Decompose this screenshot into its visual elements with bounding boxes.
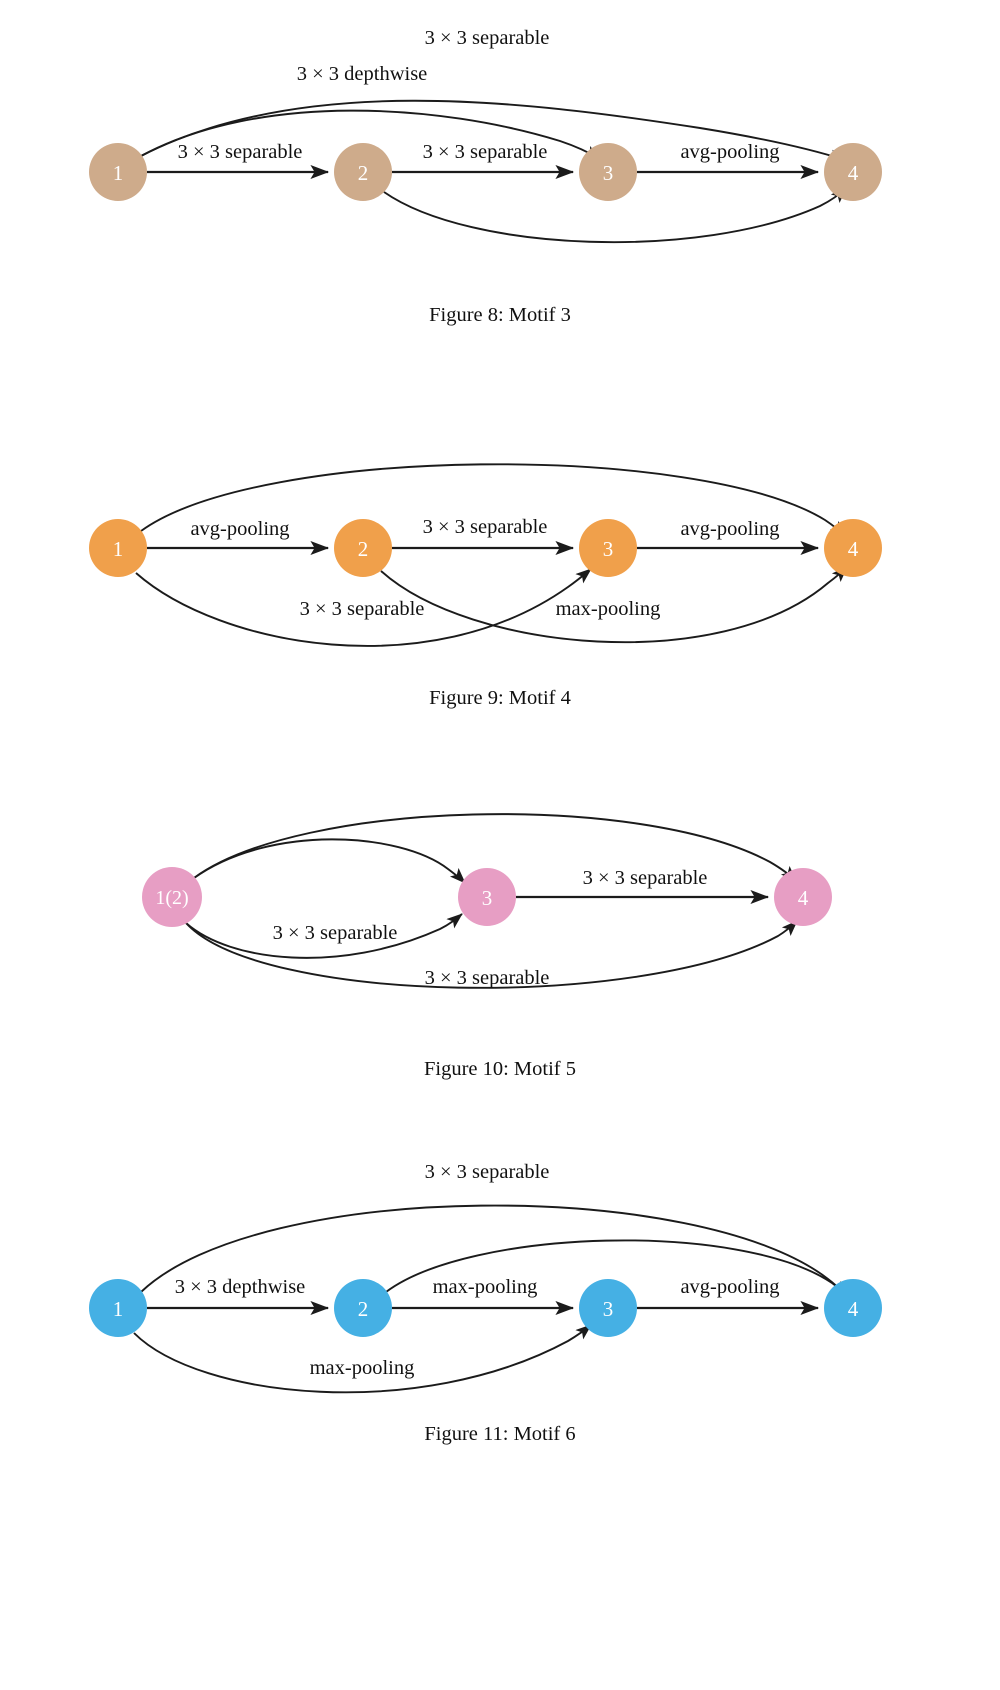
node-label-3: 3 [603, 161, 614, 185]
edge-1-to-3 [135, 568, 592, 647]
edge-label-1-3: 3 × 3 separable [300, 598, 425, 620]
node-2[interactable] [334, 1279, 392, 1337]
edge-label-1-3: 3 × 3 depthwise [297, 63, 428, 85]
edge-1-2-to-4-lower [185, 920, 798, 989]
edge-label-2-3: max-pooling [433, 1276, 538, 1298]
edge-label-1-2: 3 × 3 depthwise [175, 1276, 306, 1298]
node-1[interactable] [89, 1279, 147, 1337]
edge-label-1-2: avg-pooling [190, 518, 289, 540]
edge-label-3-4: avg-pooling [680, 141, 779, 163]
edge-1-2-to-3-lower [185, 913, 463, 959]
figure-block-motif-6: 1 2 3 4 3 × 3 depthwise max-pooling avg-… [0, 1153, 1000, 1446]
node-label-4: 4 [848, 1297, 859, 1321]
node-4[interactable] [774, 868, 832, 926]
node-label-3: 3 [603, 537, 614, 561]
edge-label-3-4: avg-pooling [680, 518, 779, 540]
node-3[interactable] [579, 143, 637, 201]
node-3[interactable] [579, 519, 637, 577]
node-label-2: 2 [358, 1297, 369, 1321]
edge-2-to-4 [383, 187, 847, 244]
edge-2-to-4 [380, 566, 848, 644]
motif-6-diagram: 1 2 3 4 3 × 3 depthwise max-pooling avg-… [89, 1161, 882, 1394]
node-label-4: 4 [848, 537, 859, 561]
edge-label-2-4: max-pooling [556, 598, 661, 620]
node-label-3: 3 [482, 886, 493, 910]
node-4[interactable] [824, 1279, 882, 1337]
node-label-1: 1 [113, 1297, 124, 1321]
figure-caption-11: Figure 11: Motif 6 [424, 1423, 576, 1445]
edge-1-to-3 [133, 1324, 592, 1394]
edge-1-to-4 [140, 99, 846, 162]
motif-5-diagram: 1(2) 3 4 3 × 3 separable 3 × 3 separable… [142, 813, 832, 989]
edge-1-2-to-4 [193, 813, 797, 882]
node-label-4: 4 [798, 886, 809, 910]
node-3[interactable] [579, 1279, 637, 1337]
edge-label-2-3: 3 × 3 separable [423, 516, 548, 538]
node-2[interactable] [334, 519, 392, 577]
edge-label-3-4: avg-pooling [680, 1276, 779, 1298]
node-label-2: 2 [358, 161, 369, 185]
node-label-3: 3 [603, 1297, 614, 1321]
edge-label-1-2: 3 × 3 separable [178, 141, 303, 163]
node-4[interactable] [824, 143, 882, 201]
figure-block-motif-3: 1 2 3 4 3 × 3 separable 3 × 3 separable … [0, 0, 1000, 327]
node-1[interactable] [89, 519, 147, 577]
figure-block-motif-4: 1 2 3 4 avg-pooling 3 × 3 separable avg-… [0, 423, 1000, 710]
node-label-4: 4 [848, 161, 859, 185]
node-label-1: 1 [113, 537, 124, 561]
edge-1-to-4 [140, 463, 846, 537]
node-3[interactable] [458, 868, 516, 926]
edge-label-1-4: 3 × 3 separable [425, 27, 550, 49]
motif-3-diagram: 1 2 3 4 3 × 3 separable 3 × 3 separable … [89, 27, 882, 244]
node-label-2: 2 [358, 537, 369, 561]
figure-caption-10: Figure 10: Motif 5 [423, 1058, 577, 1080]
node-4[interactable] [824, 519, 882, 577]
node-2[interactable] [334, 143, 392, 201]
edge-label-1-3: max-pooling [310, 1357, 415, 1379]
edge-1-2-to-3-upper [193, 838, 466, 884]
motif-4-diagram: 1 2 3 4 avg-pooling 3 × 3 separable avg-… [89, 463, 882, 647]
node-1-2[interactable] [142, 867, 202, 927]
node-label-1-2: 1(2) [155, 887, 188, 909]
figure-caption-8: Figure 8: Motif 3 [429, 304, 571, 326]
figure-caption-9: Figure 9: Motif 4 [429, 687, 571, 709]
figure-block-motif-5: 1(2) 3 4 3 × 3 separable 3 × 3 separable… [0, 794, 1000, 1081]
edge-label-3-4: 3 × 3 separable [583, 867, 708, 889]
node-label-1: 1 [113, 161, 124, 185]
edge-1-to-3 [140, 109, 601, 160]
node-1[interactable] [89, 143, 147, 201]
edge-label-2-3: 3 × 3 separable [423, 141, 548, 163]
edge-label-1-2-to-3: 3 × 3 separable [273, 922, 398, 944]
edge-label-1-4: 3 × 3 separable [425, 1161, 550, 1183]
edge-label-1-2-to-4: 3 × 3 separable [425, 967, 550, 989]
